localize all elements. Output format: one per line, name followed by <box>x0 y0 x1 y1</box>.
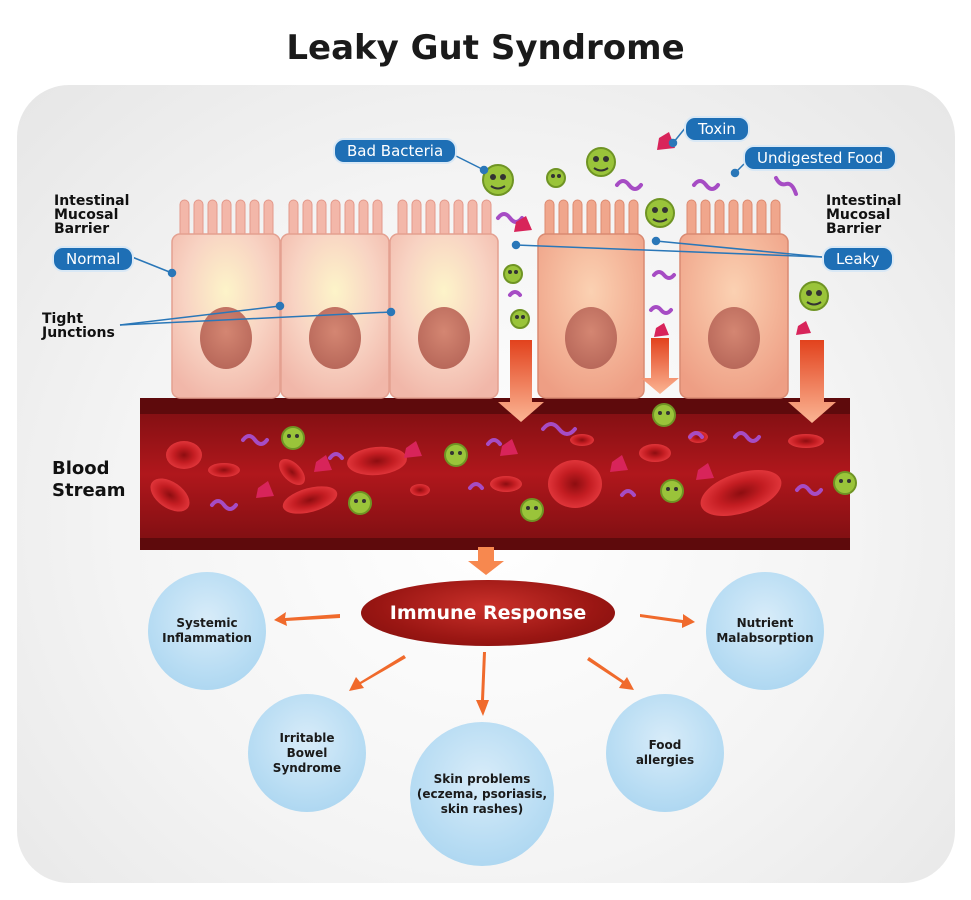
food-squiggle <box>688 431 704 439</box>
bacteria <box>645 198 675 228</box>
skin-problems-bubble: Skin problems(eczema, psoriasis,skin ras… <box>410 722 554 866</box>
toxin-particle <box>256 481 274 498</box>
red-blood-cell <box>150 478 190 512</box>
arrow-ibs <box>349 655 406 691</box>
food-squiggle <box>508 290 522 297</box>
bacteria <box>510 309 530 329</box>
red-blood-cell <box>548 460 602 508</box>
undigested-food-pill: Undigested Food <box>743 145 898 171</box>
leak-arrow-3 <box>788 340 836 423</box>
immune-response-node: Immune Response <box>361 580 615 646</box>
bacteria <box>546 168 566 188</box>
bacteria <box>660 479 684 503</box>
pointer-lines <box>119 126 823 326</box>
red-blood-cell <box>282 486 338 514</box>
arrow-systemic <box>274 612 340 626</box>
bacteria <box>833 471 857 495</box>
toxin-particle <box>314 455 332 472</box>
leaky-cell-2 <box>679 199 789 399</box>
effect-arrows <box>274 547 695 716</box>
toxin-particle <box>796 321 811 335</box>
food-squiggle <box>468 482 484 490</box>
food-squiggle <box>774 176 798 196</box>
arrow-nutrient <box>640 614 695 628</box>
food-squiggle <box>241 434 269 446</box>
leaky-cells <box>537 199 789 399</box>
bad-bacteria-pill: Bad Bacteria <box>333 138 458 164</box>
normal-cells <box>171 199 499 399</box>
bad-bacteria <box>281 147 857 522</box>
toxin-particle <box>654 323 669 337</box>
leak-arrows <box>498 338 836 423</box>
bacteria <box>281 426 305 450</box>
toxin-pill: Toxin <box>684 116 750 142</box>
red-blood-cell <box>490 476 522 492</box>
food-squiggle <box>649 305 673 315</box>
red-blood-cell <box>347 446 407 476</box>
food-squiggle <box>795 484 823 496</box>
arrow-skin <box>476 652 489 716</box>
bacteria <box>586 147 616 177</box>
bacteria <box>444 443 468 467</box>
toxin-particle <box>404 441 422 458</box>
food-squiggle <box>692 179 720 191</box>
red-blood-cell <box>570 434 594 446</box>
red-blood-cell <box>410 484 430 496</box>
normal-cell-1 <box>171 199 281 399</box>
red-blood-cells <box>150 431 824 517</box>
toxins <box>256 132 811 498</box>
food-squiggle <box>486 438 502 446</box>
food-squiggle <box>620 489 636 497</box>
red-blood-cell <box>788 434 824 448</box>
red-blood-cell <box>700 469 782 517</box>
normal-cell-3 <box>389 199 499 399</box>
bacteria <box>482 164 514 196</box>
bacteria <box>503 264 523 284</box>
page-title: Leaky Gut Syndrome <box>286 28 685 68</box>
food-squiggle <box>615 179 643 191</box>
arrow-food <box>587 657 634 690</box>
bacteria <box>799 281 829 311</box>
red-blood-cell <box>639 444 671 462</box>
food-squiggle <box>733 431 761 443</box>
toxin-particle <box>696 463 714 480</box>
leak-arrow-1 <box>498 340 544 422</box>
toxin-particle <box>610 455 628 472</box>
food-squiggle <box>210 499 238 511</box>
red-blood-cell <box>166 441 202 469</box>
toxin-particle <box>500 439 518 456</box>
normal-cell-2 <box>280 199 390 399</box>
red-blood-cell <box>279 459 305 485</box>
leaky-pill: Leaky <box>822 246 894 272</box>
food-squiggle <box>652 270 676 280</box>
food-squiggle <box>328 452 344 460</box>
red-blood-cell <box>208 463 240 477</box>
bacteria <box>348 491 372 515</box>
arrow-to-immune <box>468 547 504 575</box>
blood-vessel <box>140 398 850 550</box>
undigested-food-particles <box>210 176 823 511</box>
food-squiggle <box>541 422 577 436</box>
bacteria <box>652 403 676 427</box>
normal-pill: Normal <box>52 246 135 272</box>
leaky-cell-1 <box>537 199 645 399</box>
toxin-particle <box>514 216 532 232</box>
leak-arrow-2 <box>641 338 679 394</box>
bacteria <box>520 498 544 522</box>
